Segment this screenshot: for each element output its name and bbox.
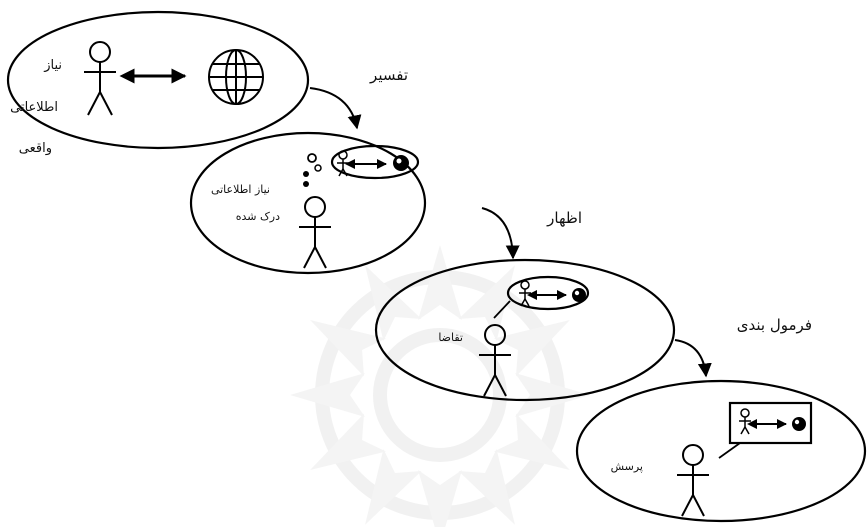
transition-arrow [674,339,712,378]
watermark-rosette [290,245,590,527]
stage-label-line: اطلاعاتی [10,100,58,115]
stage-real-need: نیاز اطلاعاتی واقعی [6,10,310,156]
transition-arrow [309,87,362,130]
stage-label-line: نیاز اطلاعاتی [211,183,270,196]
person-icon [479,324,511,397]
stage-label-line: پرسش [611,460,643,473]
stage-label-line: تقاضا [438,331,463,344]
stage-query: پرسش [575,379,867,523]
stage-label-line: واقعی [19,141,52,156]
knowledge-icon [572,288,586,302]
speech-bubble-icon [493,275,590,319]
person-icon [739,408,751,435]
transition-label: تفسیر [369,66,408,84]
transition-arrow [481,207,520,260]
stage-label-line: درک شده [236,210,280,223]
knowledge-icon [792,417,806,431]
transition-label: فرمول بندی [737,316,812,334]
thought-bubble-icon [303,144,420,187]
stage-ellipse [374,258,676,402]
stage-ellipse [575,379,867,523]
transition-label: اظهار [546,209,582,227]
stage-label-line: نیاز [43,58,62,73]
person-icon [84,41,116,116]
stage-ellipse [189,131,427,275]
person-icon [337,150,349,177]
stage-request: تقاضا [374,258,676,402]
person-icon [677,444,709,517]
knowledge-icon [393,155,409,171]
person-icon [299,196,331,269]
globe-icon [208,49,264,105]
stage-ellipse [6,10,310,150]
stage-perceived-need: نیاز اطلاعاتی درک شده [189,131,427,275]
speech-bubble-icon [718,401,813,459]
person-icon [519,280,531,307]
